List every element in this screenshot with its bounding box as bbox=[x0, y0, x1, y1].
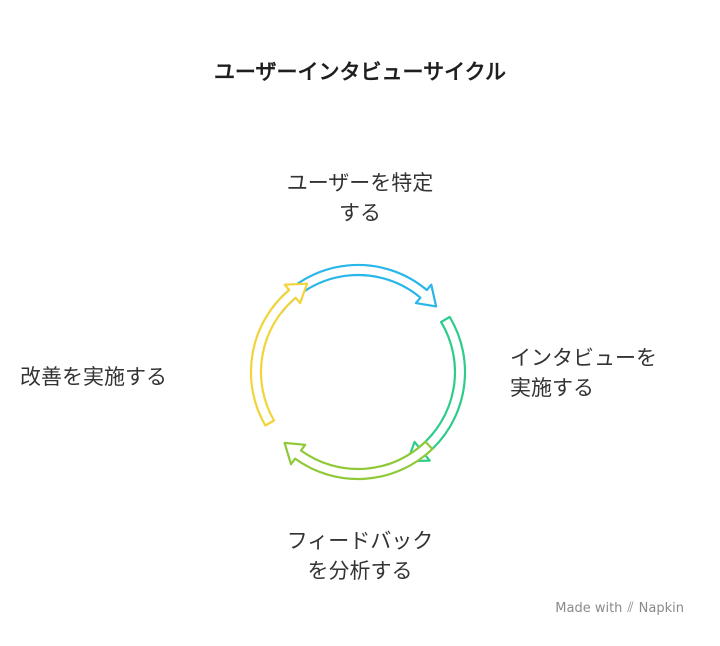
step-label-conduct-interviews: インタビューを 実施する bbox=[510, 346, 657, 400]
arrow-analyze-feedback bbox=[283, 440, 434, 481]
arrow-conduct-interviews bbox=[406, 315, 467, 463]
step-label-identify-users: ユーザーを特定 する bbox=[286, 171, 434, 225]
page-title: ユーザーインタビューサイクル bbox=[213, 60, 507, 84]
made-with-napkin: Made with ⫽ Napkin bbox=[555, 600, 684, 616]
napkin-logo-icon: ⫽ bbox=[627, 600, 634, 616]
arrow-identify-users bbox=[272, 263, 438, 314]
arrow-implement-improvements bbox=[249, 282, 309, 427]
step-label-analyze-feedback: フィードバック を分析する bbox=[286, 529, 434, 583]
step-label-implement-improvements: 改善を実施する bbox=[20, 365, 167, 389]
